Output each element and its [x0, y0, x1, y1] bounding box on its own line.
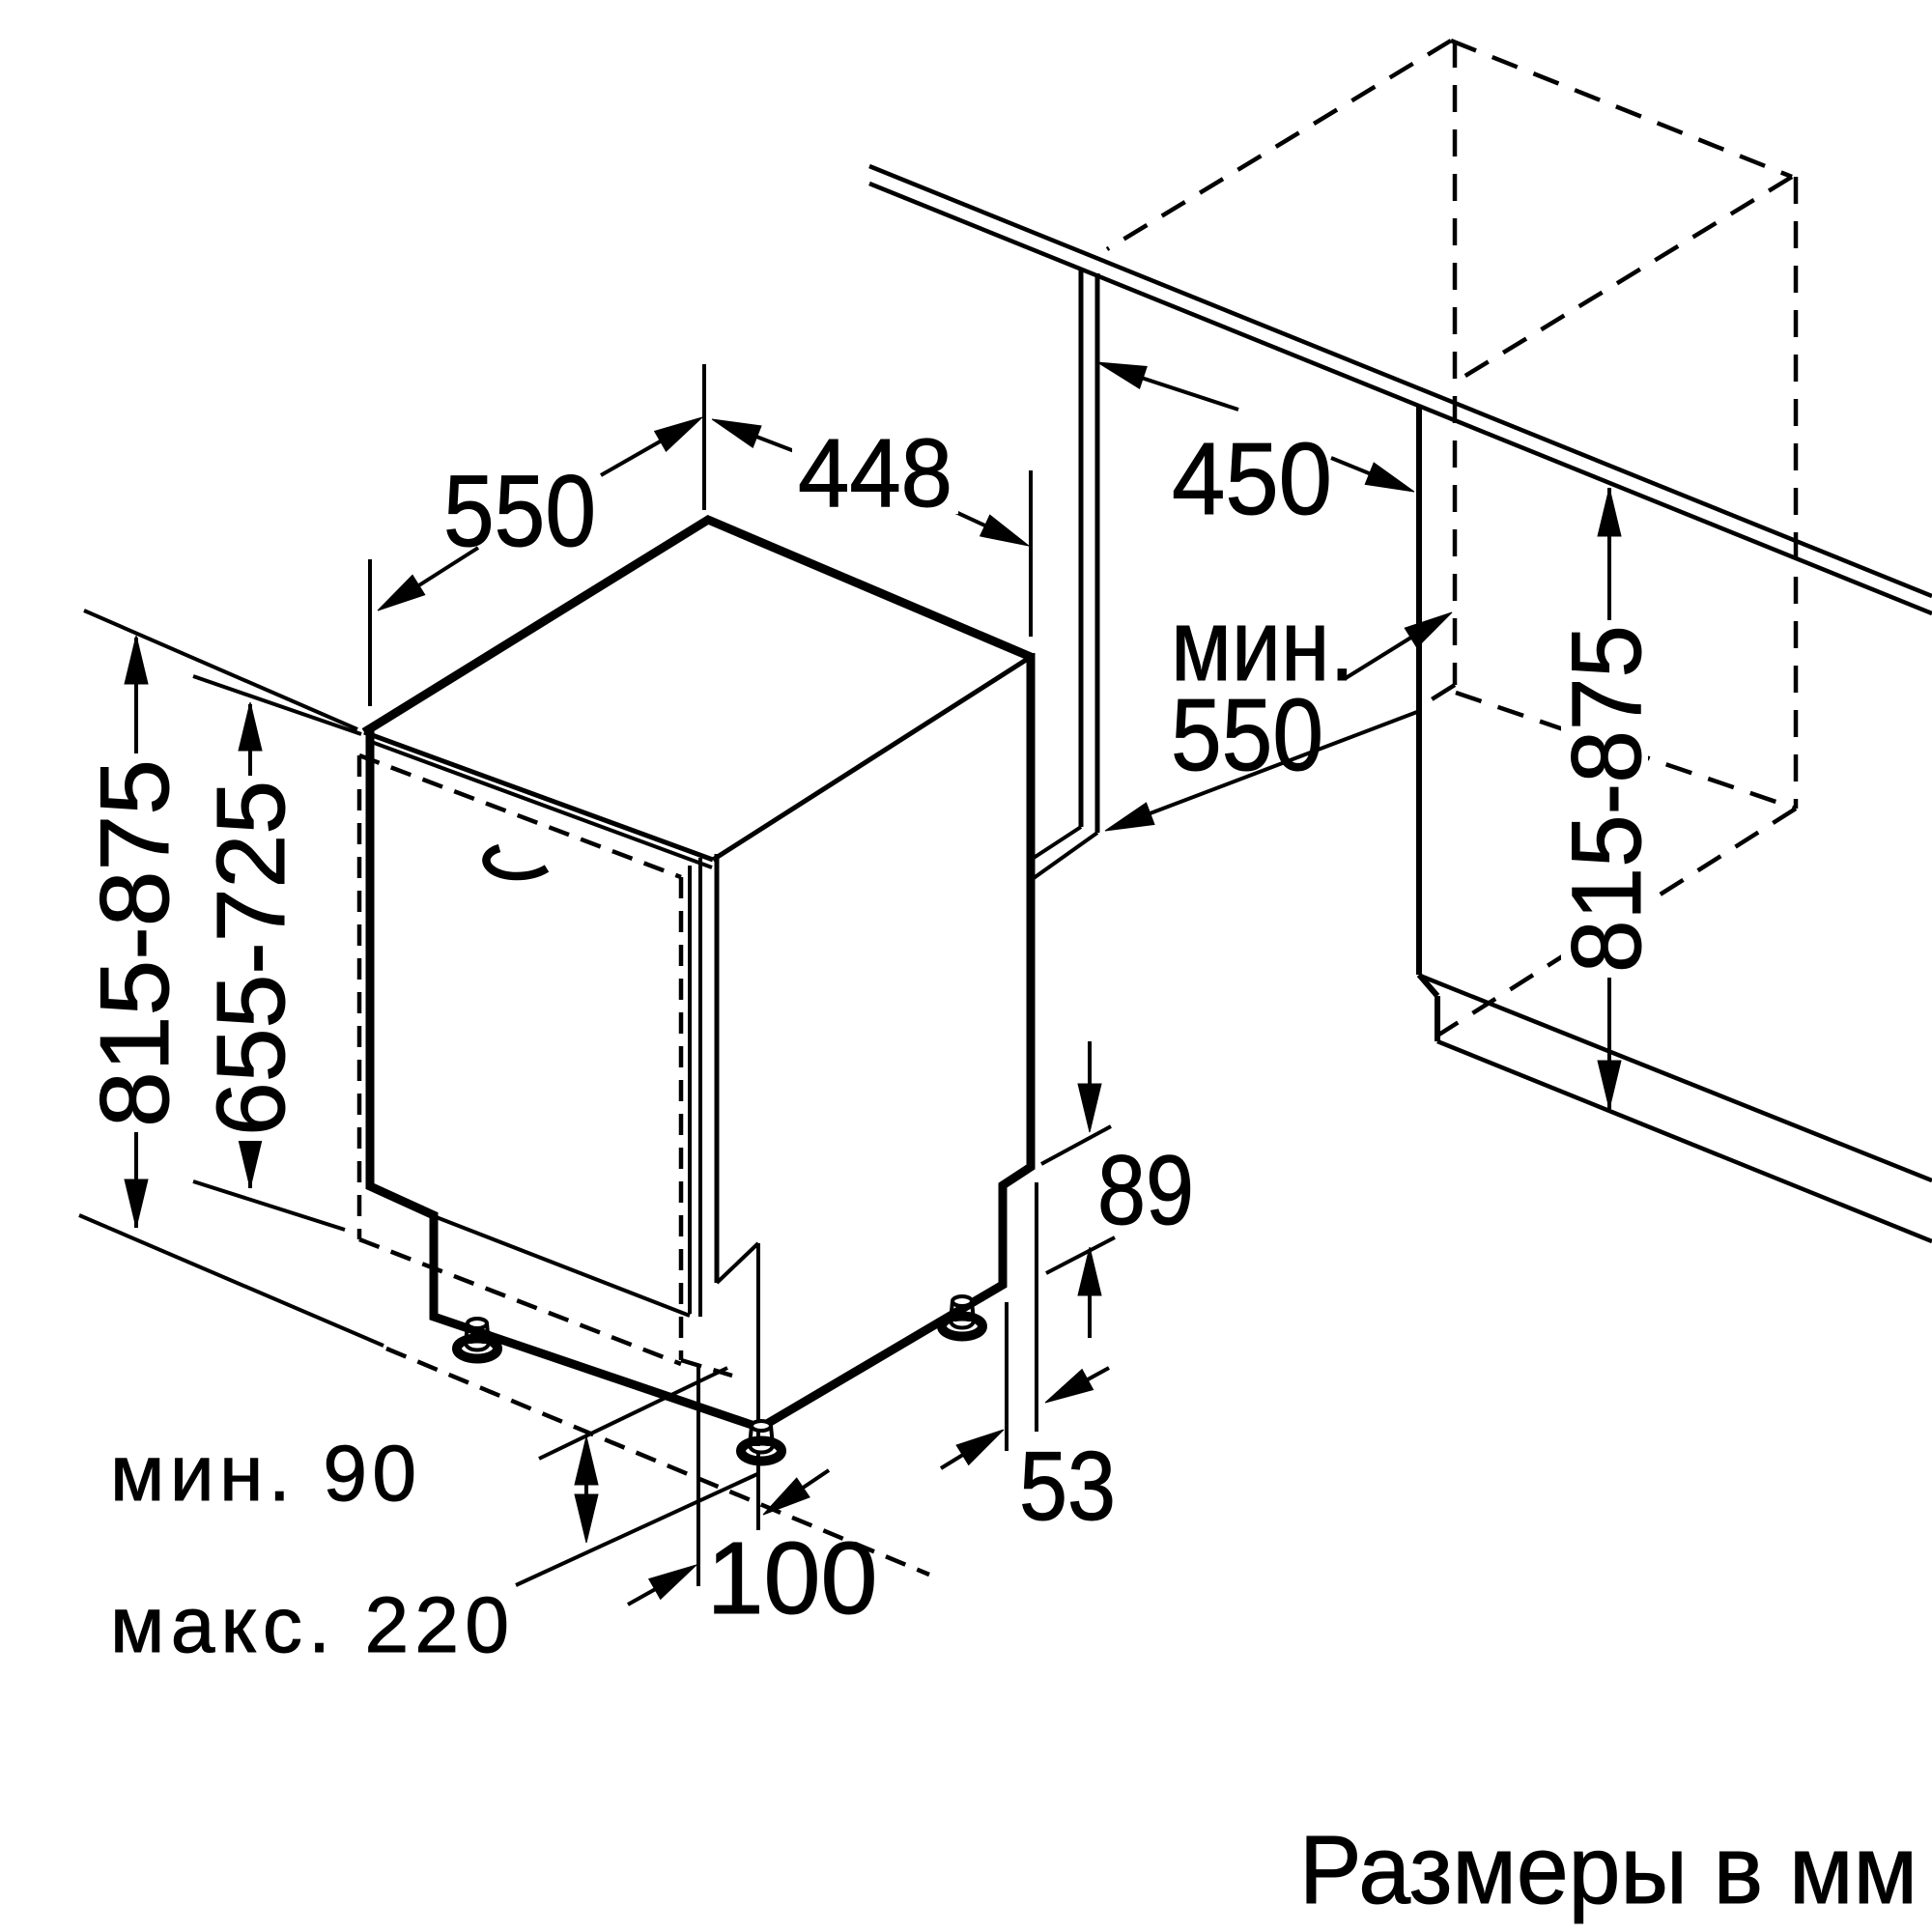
svg-text:815-875: 815-875	[81, 759, 189, 1127]
svg-text:550: 550	[1171, 678, 1323, 792]
svg-text:450: 450	[1172, 422, 1332, 536]
svg-text:550: 550	[443, 455, 596, 568]
svg-text:макс. 220: макс. 220	[110, 1581, 509, 1669]
svg-text:655-725: 655-725	[197, 781, 305, 1136]
svg-text:815-875: 815-875	[1551, 625, 1662, 973]
svg-text:89: 89	[1097, 1135, 1194, 1245]
svg-text:мин.: мин.	[1171, 588, 1354, 702]
svg-text:448: 448	[798, 419, 952, 527]
svg-text:100: 100	[707, 1521, 878, 1635]
svg-text:Размеры в мм: Размеры в мм	[1299, 1816, 1918, 1924]
svg-text:53: 53	[1019, 1433, 1116, 1541]
